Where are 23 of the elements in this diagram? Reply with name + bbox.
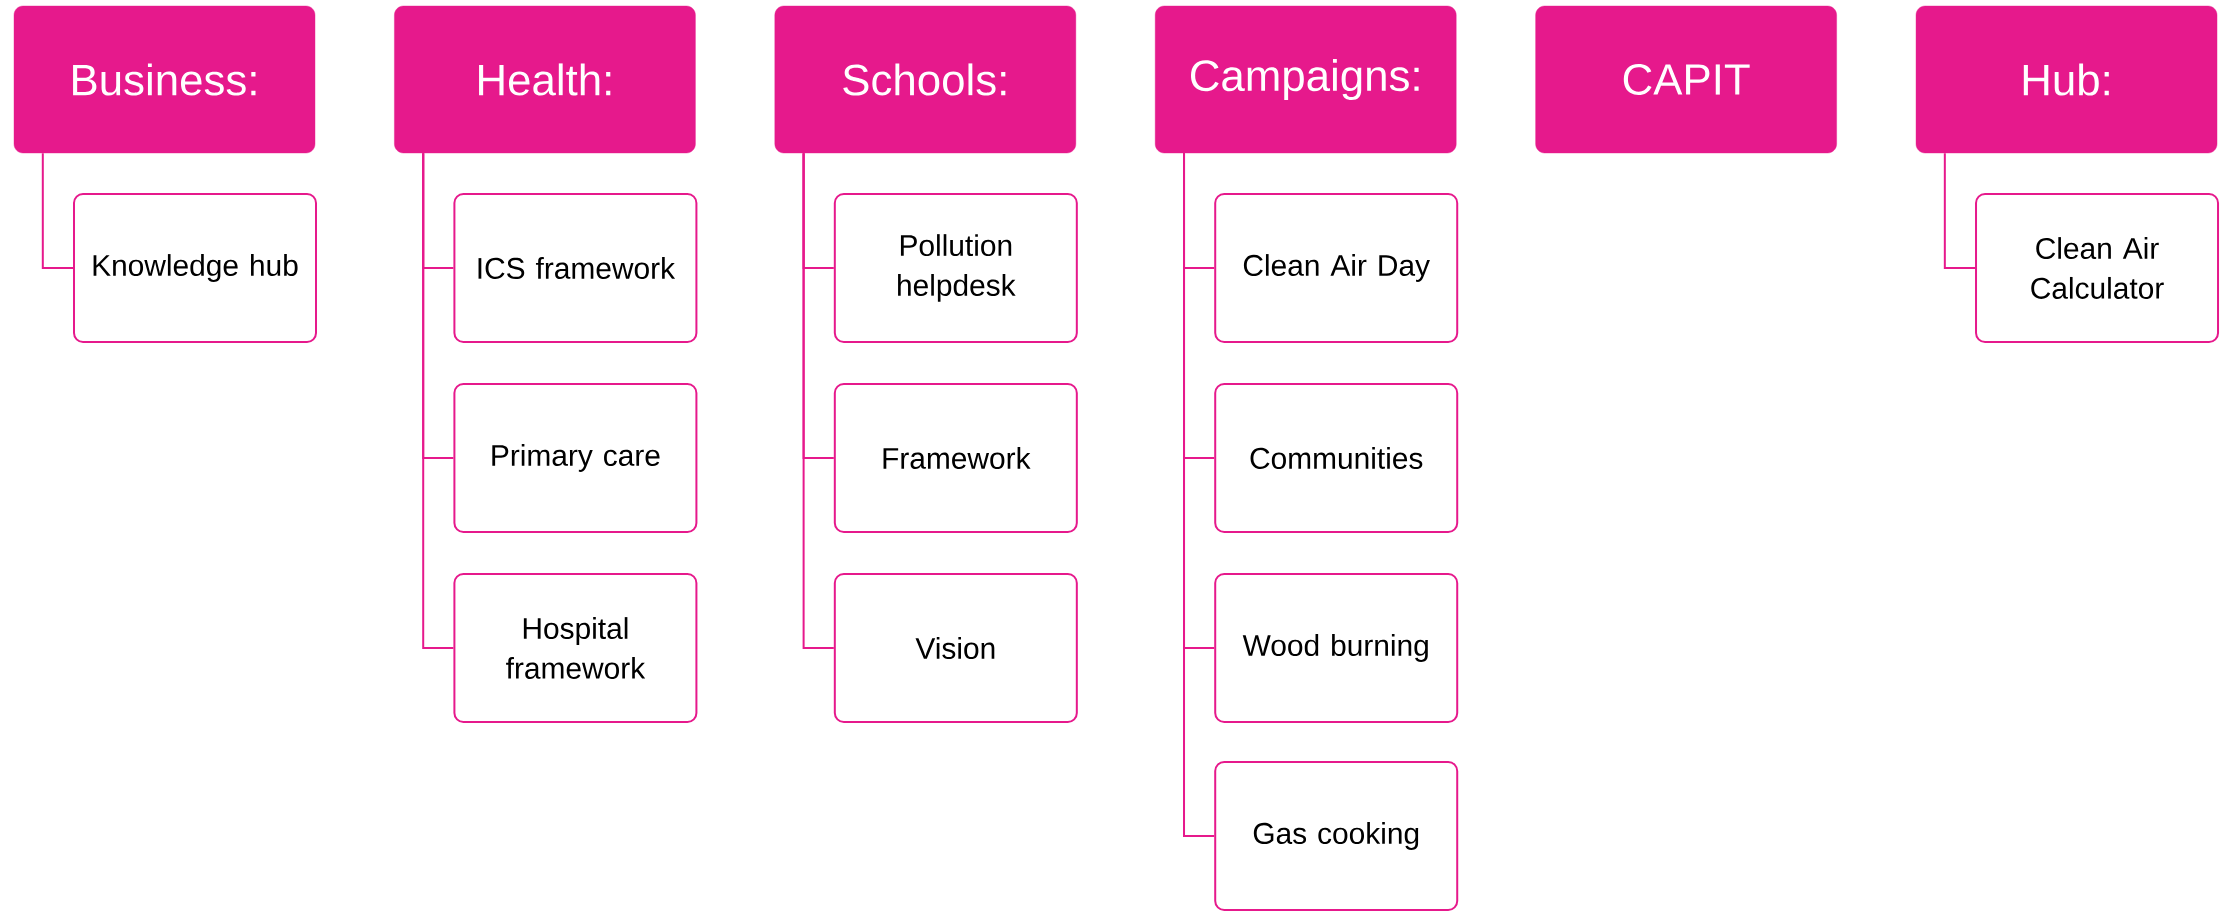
category-box: Health: bbox=[394, 5, 696, 154]
connector-line bbox=[41, 152, 74, 269]
connector-line bbox=[1183, 152, 1216, 837]
item-box: Wood burning bbox=[1214, 573, 1459, 723]
item-box: ICS framework bbox=[453, 193, 698, 343]
category-box: Hub: bbox=[1915, 5, 2218, 154]
connector-line bbox=[802, 152, 835, 649]
connector-line bbox=[1943, 152, 1976, 269]
item-box: Pollution helpdesk bbox=[833, 193, 1078, 343]
item-box: Gas cooking bbox=[1214, 761, 1459, 911]
category-box: Business: bbox=[13, 5, 316, 154]
item-box: Clean Air Day bbox=[1214, 193, 1459, 343]
item-box: Clean Air Calculator bbox=[1975, 193, 2220, 343]
item-box: Vision bbox=[833, 573, 1078, 723]
item-box: Hospital framework bbox=[453, 573, 698, 723]
category-box: Schools: bbox=[774, 5, 1076, 154]
category-box: CAPIT bbox=[1535, 5, 1837, 154]
connector-line bbox=[422, 152, 455, 649]
item-box: Knowledge hub bbox=[73, 193, 317, 343]
item-box: Communities bbox=[1214, 383, 1459, 533]
item-box: Primary care bbox=[453, 383, 698, 533]
category-box: Campaigns: bbox=[1155, 5, 1457, 154]
item-box: Framework bbox=[833, 383, 1078, 533]
